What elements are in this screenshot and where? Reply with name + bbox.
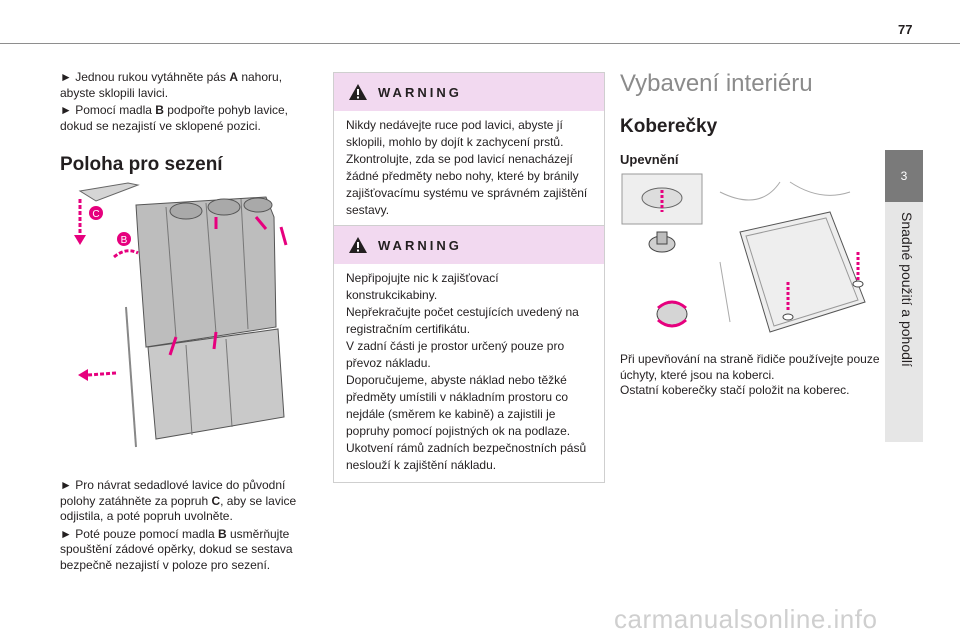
floor-mat-illustration bbox=[620, 172, 882, 342]
chapter-strip bbox=[885, 202, 923, 442]
instruction-1-text: ► Jednou rukou vytáhněte pás bbox=[60, 70, 230, 84]
warning-2-line-2: Nepřekračujte počet cestujících uvedený … bbox=[346, 305, 579, 336]
headrest-1 bbox=[169, 202, 203, 220]
seat-outline bbox=[719, 261, 731, 323]
rotate-arrow-top bbox=[657, 300, 687, 310]
chapter-label: Snadné použití a pohodlí bbox=[899, 212, 915, 367]
instruction-2: ► Pomocí madla B podpořte pohyb lavice, … bbox=[60, 103, 305, 134]
label-c-badge bbox=[89, 206, 103, 220]
warning-body-2: Nepřipojujte nic k zajišťovací konstrukc… bbox=[334, 264, 604, 482]
label-b-badge bbox=[117, 232, 131, 246]
seat-divider-3 bbox=[240, 198, 249, 330]
warning-2-line-5: Ukotvení rámů zadních bezpečnostních pás… bbox=[346, 441, 587, 472]
pedal-outline-1 bbox=[719, 181, 781, 201]
strap-shape bbox=[78, 182, 140, 202]
seat-illustration: C B bbox=[66, 177, 306, 457]
instruction-1: ► Jednou rukou vytáhněte pás A nahoru, a… bbox=[60, 70, 305, 101]
headrest-2 bbox=[207, 198, 241, 216]
mat-paragraph-1: Při upevňování na straně řidiče používej… bbox=[620, 352, 880, 382]
floor-mat-shape bbox=[739, 211, 866, 333]
arrow-lower-2 bbox=[212, 331, 218, 350]
instruction-3-text-end: , aby se lavice odjistila, a poté popruh… bbox=[60, 493, 297, 524]
top-rule bbox=[0, 43, 960, 44]
warning-2-line-4: Doporučujeme, abyste náklad nebo těžké p… bbox=[346, 373, 571, 438]
pedal-outline-2 bbox=[789, 181, 851, 196]
instruction-2-text: ► Pomocí madla bbox=[60, 103, 156, 117]
instruction-3: ► Pro návrat sedadlové lavice do původní… bbox=[60, 478, 305, 525]
subsection-heading: Upevnění bbox=[620, 152, 679, 167]
section-heading: Poloha pro sezení bbox=[60, 154, 223, 175]
seat-back-shape bbox=[135, 196, 277, 348]
column-left-bottom: ► Pro návrat sedadlové lavice do původní… bbox=[60, 478, 305, 575]
seat-cushion-shape bbox=[147, 328, 285, 440]
warning-2-line-1: Nepřipojujte nic k zajišťovací konstrukc… bbox=[346, 271, 499, 302]
arrow-b-line bbox=[113, 249, 139, 259]
mat-fixing-1 bbox=[782, 313, 794, 321]
warning-box-2: WARNING Nepřipojujte nic k zajišťovací k… bbox=[333, 225, 605, 483]
chapter-tab[interactable]: 3 bbox=[885, 150, 923, 202]
instruction-4-key: B bbox=[217, 526, 227, 541]
seat-divider-1 bbox=[165, 206, 177, 338]
warning-header-1: WARNING bbox=[334, 73, 604, 111]
seat-frame-line bbox=[125, 306, 137, 448]
arrow-top-3 bbox=[279, 226, 288, 246]
section-heading-mats: Koberečky bbox=[620, 116, 718, 137]
arrow-c-head bbox=[74, 235, 86, 245]
instruction-4: ► Poté pouze pomocí madla B usměrňujte s… bbox=[60, 527, 305, 574]
arrow-left-head bbox=[78, 369, 88, 381]
instruction-4-text: ► Poté pouze pomocí madla bbox=[60, 526, 218, 541]
warning-title-1: WARNING bbox=[378, 84, 462, 100]
instruction-1-key: A bbox=[229, 70, 238, 84]
instruction-4-text-end: usměrňujte spouštění zádové opěrky, doku… bbox=[60, 526, 293, 572]
warning-icon bbox=[349, 237, 367, 253]
watermark: carmanualsonline.info bbox=[614, 604, 878, 634]
headrest-3 bbox=[243, 197, 273, 213]
warning-1-line-2: Zkontrolujte, zda se pod lavicí nenacház… bbox=[346, 152, 588, 217]
instruction-1-text-end: nahoru, abyste sklopili lavici. bbox=[60, 70, 283, 100]
cushion-divider-2 bbox=[225, 338, 233, 428]
mat-instructions: Při upevňování na straně řidiče používej… bbox=[620, 352, 885, 399]
cushion-divider-1 bbox=[185, 344, 193, 436]
instruction-3-key: C bbox=[211, 493, 221, 508]
arrow-lower-1 bbox=[168, 336, 178, 356]
warning-1-line-1: Nikdy nedávejte ruce pod lavici, abyste … bbox=[346, 118, 564, 149]
chapter-title: Vybavení interiéru bbox=[620, 70, 813, 97]
warning-header-2: WARNING bbox=[334, 226, 604, 264]
label-b: B bbox=[121, 235, 128, 246]
arrow-top-2 bbox=[254, 216, 268, 230]
label-c: C bbox=[92, 209, 99, 220]
floor-mat-border bbox=[745, 217, 859, 327]
mat-paragraph-2: Ostatní koberečky stačí položit na kober… bbox=[620, 383, 850, 397]
rotate-arrow-bottom bbox=[657, 318, 687, 328]
warning-icon bbox=[349, 84, 367, 100]
column-left: ► Jednou rukou vytáhněte pás A nahoru, a… bbox=[60, 70, 305, 176]
column-right: Vybavení interiéru Koberečky Upevnění bbox=[620, 70, 880, 167]
warning-box-1: WARNING Nikdy nedávejte ruce pod lavici,… bbox=[333, 72, 605, 228]
page-number: 77 bbox=[898, 22, 913, 37]
seat-divider-2 bbox=[205, 202, 217, 334]
instruction-3-text: ► Pro návrat sedadlové lavice do původní… bbox=[60, 478, 286, 508]
instruction-2-key: B bbox=[155, 103, 164, 117]
warning-body-1: Nikdy nedávejte ruce pod lavici, abyste … bbox=[334, 111, 604, 227]
instruction-2-text-end: podpořte pohyb lavice, dokud se nezajist… bbox=[60, 103, 289, 133]
arrow-left-line bbox=[87, 371, 117, 377]
warning-title-2: WARNING bbox=[378, 237, 462, 253]
warning-2-line-3: V zadní části je prostor určený pouze pr… bbox=[346, 339, 565, 370]
clip-post bbox=[656, 231, 668, 245]
mat-fixing-2 bbox=[852, 280, 864, 288]
